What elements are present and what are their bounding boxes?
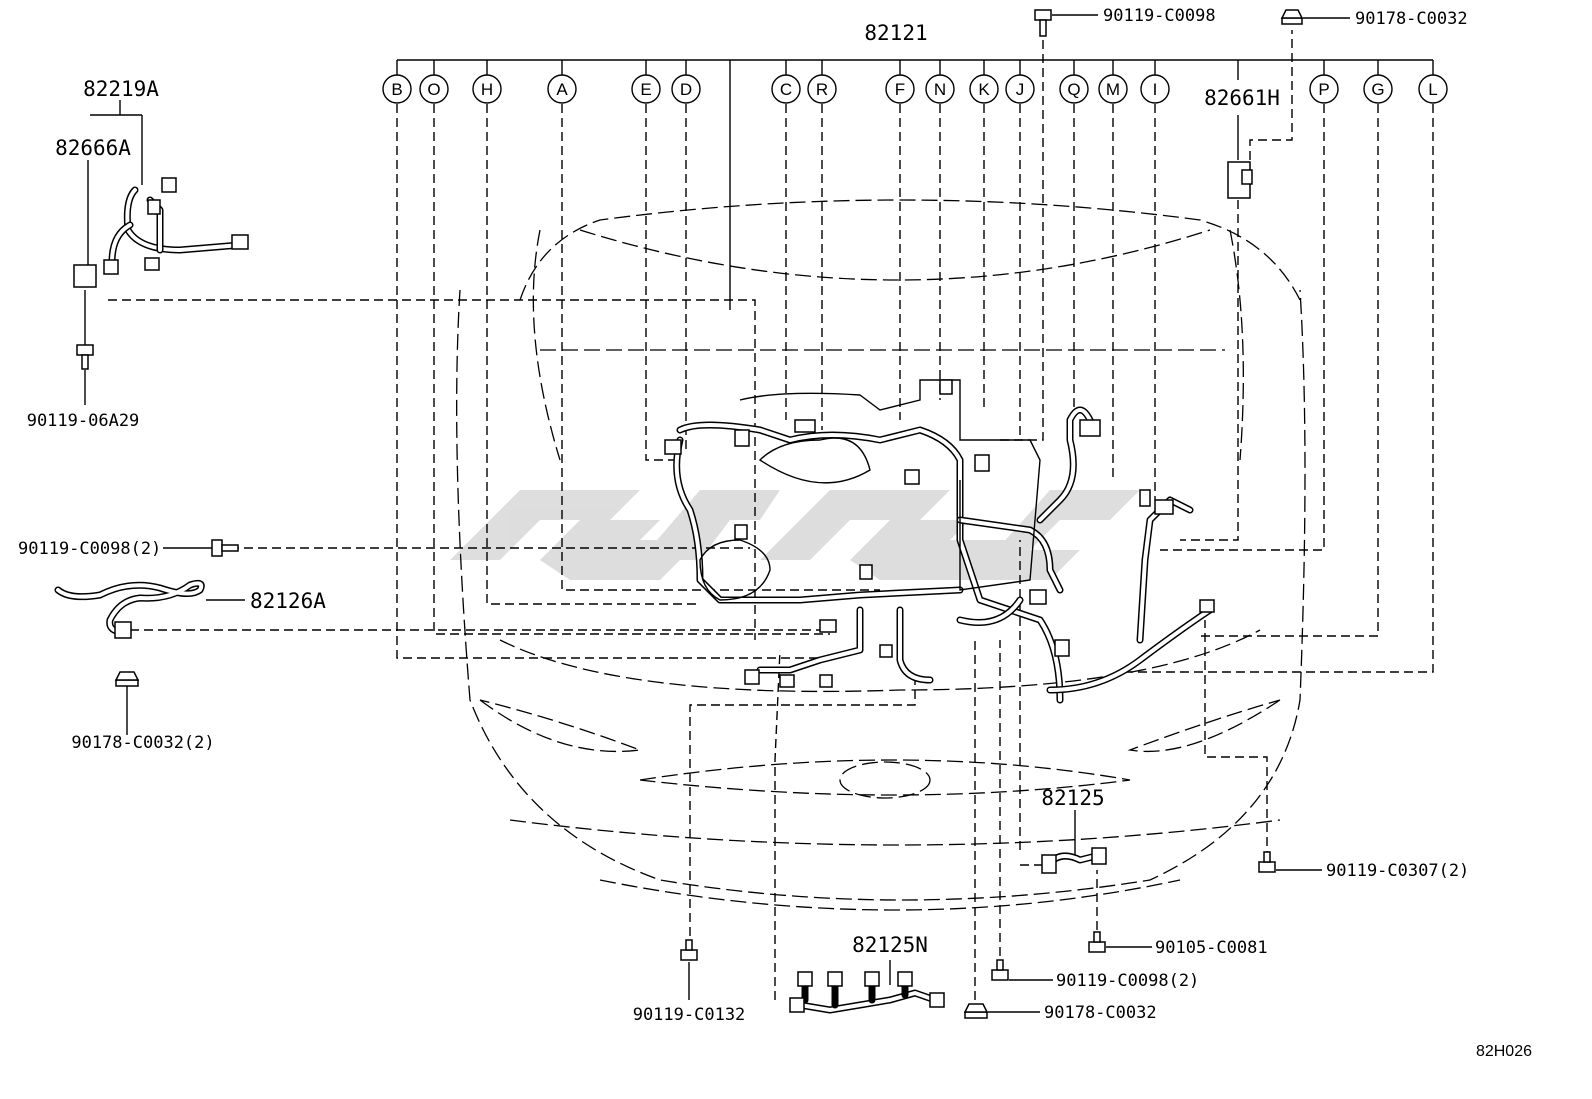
callout-k: K xyxy=(969,74,999,104)
labels: 82121 90119-C0098 90178-C0032 82219A 826… xyxy=(18,6,1532,1060)
harness-82126A xyxy=(54,579,245,735)
label-90178-C0032-2: 90178-C0032(2) xyxy=(71,733,214,753)
bolt-icon xyxy=(991,959,1009,981)
label-90119-C0132: 90119-C0132 xyxy=(633,1005,746,1025)
label-82661H: 82661H xyxy=(1204,86,1280,110)
svg-text:A: A xyxy=(556,80,568,99)
svg-text:Q: Q xyxy=(1067,80,1080,99)
bolt-icon xyxy=(211,539,239,557)
svg-text:M: M xyxy=(1106,80,1120,99)
callout-j: J xyxy=(1005,74,1035,104)
label-90178-C0032-top: 90178-C0032 xyxy=(1355,9,1468,29)
label-82126A: 82126A xyxy=(250,589,326,613)
harness-82121 xyxy=(664,379,1215,704)
callout-o: O xyxy=(419,74,449,104)
callout-g: G xyxy=(1363,74,1393,104)
bolt-icon xyxy=(76,344,94,370)
svg-text:B: B xyxy=(391,80,402,99)
svg-text:D: D xyxy=(680,80,692,99)
clip-icon xyxy=(114,671,140,687)
callout-e: E xyxy=(631,74,661,104)
svg-text:N: N xyxy=(934,80,946,99)
svg-text:K: K xyxy=(978,80,990,99)
fasteners xyxy=(76,9,1350,1019)
callout-l: L xyxy=(1418,74,1448,104)
part-82125N-drawing xyxy=(789,960,945,1014)
bolt-icon xyxy=(680,939,698,961)
callout-q: Q xyxy=(1059,74,1089,104)
callout-bracket xyxy=(396,59,1434,310)
callout-f: F xyxy=(885,74,915,104)
svg-text:J: J xyxy=(1016,80,1025,99)
label-82666A: 82666A xyxy=(55,136,131,160)
callout-c: C xyxy=(771,74,801,104)
label-90119-C0098-2-left: 90119-C0098(2) xyxy=(18,539,161,559)
callout-b: B xyxy=(382,74,412,104)
label-82125N: 82125N xyxy=(852,933,928,957)
svg-text:P: P xyxy=(1318,80,1329,99)
clip-icon xyxy=(963,1003,989,1019)
harness-82219A xyxy=(73,100,249,345)
callout-circles: B O H A E D C R F N K J Q M I P G L xyxy=(382,74,1448,104)
label-90119-C0098-2-bottom: 90119-C0098(2) xyxy=(1056,971,1199,991)
svg-text:G: G xyxy=(1371,80,1384,99)
callout-m: M xyxy=(1098,74,1128,104)
label-90119-06A29: 90119-06A29 xyxy=(27,411,140,431)
svg-text:L: L xyxy=(1428,80,1437,99)
callout-i: I xyxy=(1140,74,1170,104)
bolt-icon xyxy=(1034,9,1052,37)
svg-text:C: C xyxy=(780,80,792,99)
figure-reference-code: 82H026 xyxy=(1476,1043,1532,1060)
clip-icon xyxy=(1280,9,1304,25)
svg-text:O: O xyxy=(427,80,440,99)
callout-n: N xyxy=(925,74,955,104)
label-82219A: 82219A xyxy=(83,77,159,101)
part-82125-drawing xyxy=(1041,810,1107,874)
callout-d: D xyxy=(671,74,701,104)
svg-text:R: R xyxy=(816,80,828,99)
bolt-icon xyxy=(1258,851,1276,873)
label-82121: 82121 xyxy=(864,21,927,45)
callout-p: P xyxy=(1309,74,1339,104)
label-90178-C0032-bottom: 90178-C0032 xyxy=(1044,1003,1157,1023)
svg-text:H: H xyxy=(481,80,493,99)
callout-a: A xyxy=(547,74,577,104)
svg-text:F: F xyxy=(895,80,905,99)
callout-r: R xyxy=(807,74,837,104)
callout-h: H xyxy=(472,74,502,104)
vehicle-outline xyxy=(456,199,1306,911)
part-82661H-drawing xyxy=(1227,115,1253,199)
label-90119-C0307-2: 90119-C0307(2) xyxy=(1326,861,1469,881)
svg-text:E: E xyxy=(640,80,651,99)
label-82125: 82125 xyxy=(1041,786,1104,810)
svg-text:I: I xyxy=(1153,80,1158,99)
bolt-icon xyxy=(1088,931,1106,953)
label-90105-C0081: 90105-C0081 xyxy=(1155,938,1268,958)
watermark xyxy=(450,490,1140,580)
label-90119-C0098: 90119-C0098 xyxy=(1103,6,1216,26)
leader-lines xyxy=(108,30,1434,1000)
